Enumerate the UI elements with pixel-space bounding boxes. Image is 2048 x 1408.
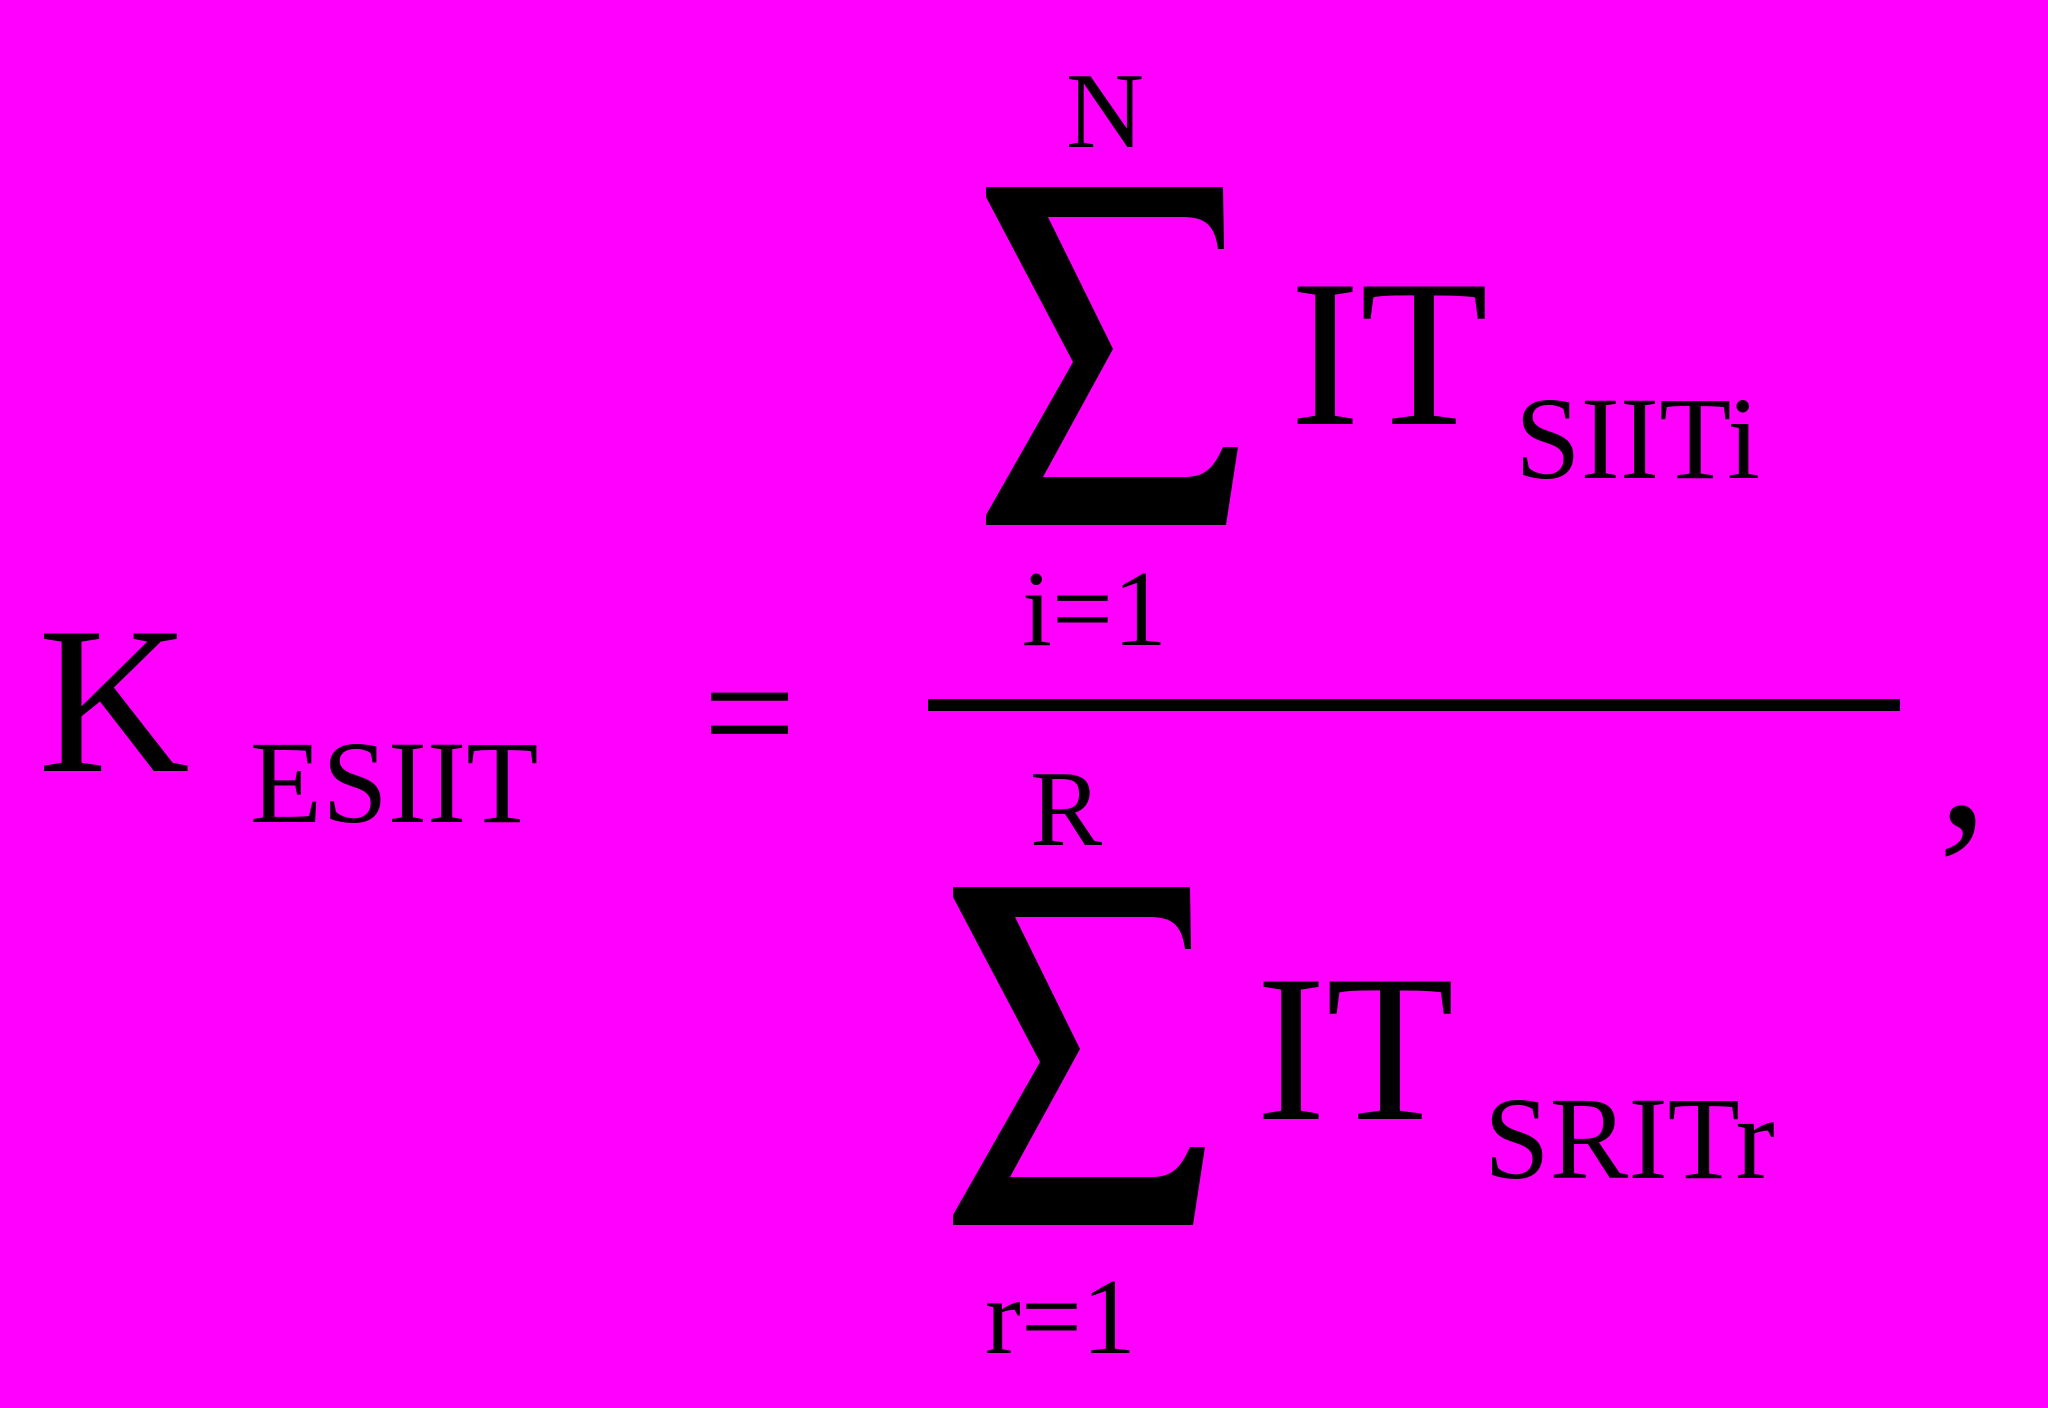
- denominator-term: IT: [1256, 933, 1455, 1165]
- denominator-sum-lower-limit: r=1: [985, 1258, 1136, 1377]
- numerator-term: IT: [1290, 238, 1489, 470]
- numerator-sum-lower-limit: i=1: [1022, 550, 1167, 669]
- denominator-term-subscript: SRITr: [1484, 1073, 1775, 1204]
- lhs-symbol: K: [38, 585, 190, 817]
- equals-sign: =: [703, 621, 797, 804]
- lhs-subscript: ESIIT: [250, 717, 539, 848]
- numerator-sum-upper-limit: N: [1066, 52, 1144, 171]
- fraction-bar: [928, 699, 1900, 711]
- numerator-summation-sign-icon: [986, 187, 1238, 525]
- denominator-sum-upper-limit: R: [1030, 750, 1103, 869]
- numerator-term-subscript: SIITi: [1515, 373, 1760, 504]
- trailing-comma: ,: [1938, 649, 1988, 870]
- denominator-summation-sign-icon: [953, 887, 1205, 1225]
